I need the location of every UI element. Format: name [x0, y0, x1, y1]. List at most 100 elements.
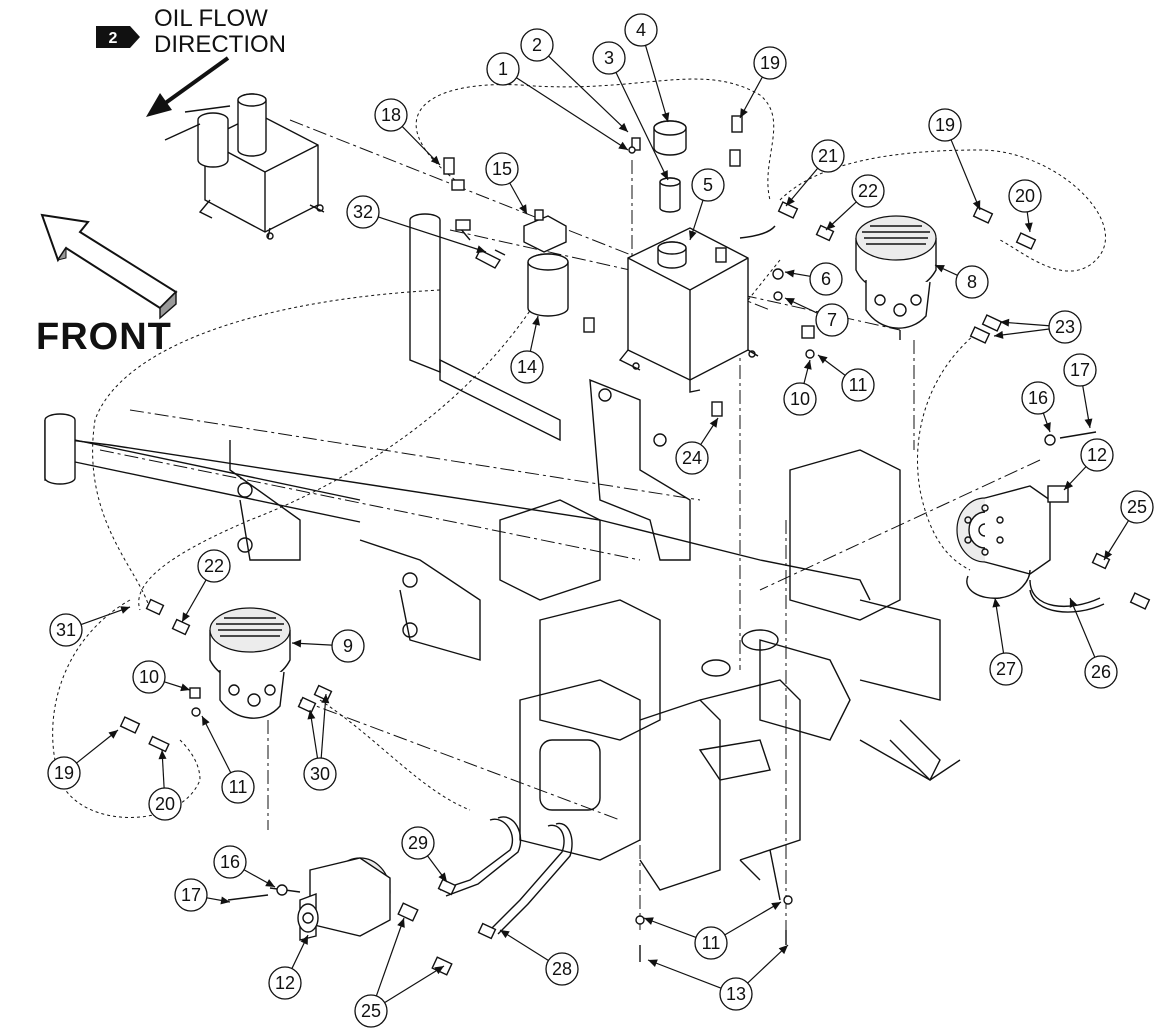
callout-circle: [694, 926, 728, 960]
callout-circle: [691, 168, 725, 202]
reservoir-inset-drawing: [164, 93, 325, 240]
callout-19a: 19: [753, 46, 787, 80]
leader-arrowhead: [202, 716, 210, 726]
callout-number: 31: [56, 620, 76, 640]
callout-number: 26: [1091, 662, 1111, 682]
leader-arrowhead: [1069, 598, 1078, 608]
callout-25b: 25: [354, 994, 388, 1028]
leader-arrowhead: [532, 316, 541, 326]
hydraulic-hoses: [52, 78, 1106, 818]
callout-number: 1: [498, 59, 508, 79]
leader-arrowhead: [108, 730, 118, 739]
leader-arrowhead: [826, 220, 836, 230]
callout-10a: 10: [783, 382, 817, 416]
oil-flow-badge-icon: 2: [96, 26, 140, 48]
callout-number: 30: [310, 764, 330, 784]
leader-arrowhead: [778, 945, 788, 955]
leader-arrowhead: [182, 612, 190, 622]
callout-circle: [809, 262, 843, 296]
callout-circle: [624, 13, 658, 47]
leader-arrowhead: [740, 108, 748, 118]
callout-circle: [928, 108, 962, 142]
callout-number: 10: [790, 389, 810, 409]
callout-number: 10: [139, 667, 159, 687]
callout-number: 19: [935, 115, 955, 135]
oil-flow-arrow-icon: [146, 56, 230, 117]
callout-27: 27: [989, 652, 1023, 686]
callout-number: 20: [1015, 186, 1035, 206]
callout-12b: 12: [268, 966, 302, 1000]
callout-number: 5: [703, 175, 713, 195]
callout-circle: [675, 441, 709, 475]
leader-arrowhead: [158, 750, 167, 760]
badge-number: 2: [109, 30, 118, 47]
leader-line: [516, 77, 629, 151]
callout-number: 14: [517, 357, 537, 377]
callout-32: 32: [346, 195, 380, 229]
callout-number: 2: [532, 35, 542, 55]
leader-arrowhead: [476, 245, 486, 254]
callout-circle: [520, 28, 554, 62]
callout-circle: [401, 826, 435, 860]
front-arrow-icon: [40, 213, 178, 320]
callout-circle: [1084, 655, 1118, 689]
callout-21: 21: [811, 139, 845, 173]
leader-arrowhead: [500, 930, 510, 939]
oil-flow-title: OIL FLOW DIRECTION: [154, 6, 286, 58]
callout-number: 16: [220, 852, 240, 872]
leader-arrowhead: [972, 200, 981, 210]
leader-arrowhead: [1000, 318, 1010, 327]
leader-arrowhead: [321, 694, 330, 704]
callout-6: 6: [809, 262, 843, 296]
callout-circle: [485, 152, 519, 186]
callout-24: 24: [675, 441, 709, 475]
callout-circle: [753, 46, 787, 80]
callout-circle: [1021, 381, 1055, 415]
callout-7: 7: [815, 303, 849, 337]
callout-11a: 11: [841, 368, 875, 402]
callout-circle: [811, 139, 845, 173]
leader-arrowhead: [618, 141, 628, 150]
callout-number: 27: [996, 659, 1016, 679]
leader-arrowhead: [709, 418, 718, 428]
fittings: [119, 115, 1151, 976]
leader-arrowhead: [434, 966, 444, 975]
callout-4: 4: [624, 13, 658, 47]
callout-17b: 17: [174, 878, 208, 912]
callout-number: 11: [702, 933, 721, 953]
leader-line: [993, 328, 1050, 337]
oil-flow-line2: DIRECTION: [154, 31, 286, 58]
callout-23: 23: [1048, 310, 1082, 344]
filter-cap: [653, 120, 687, 213]
leader-arrowhead: [397, 918, 405, 928]
motor-bolts: [964, 504, 1004, 556]
leader-line: [375, 917, 405, 997]
callout-number: 12: [275, 973, 295, 993]
leader-arrowhead: [430, 155, 440, 165]
leader-arrowhead: [661, 112, 670, 122]
leader-arrowhead: [785, 298, 795, 306]
leader-arrowhead: [220, 896, 230, 905]
callout-circle: [221, 770, 255, 804]
callout-circle: [268, 966, 302, 1000]
callout-circle: [955, 265, 989, 299]
front-label: FRONT: [36, 316, 172, 358]
leader-arrowhead: [935, 265, 945, 273]
callout-12a: 12: [1080, 438, 1114, 472]
callout-29: 29: [401, 826, 435, 860]
callout-circle: [486, 52, 520, 86]
callout-number: 17: [1070, 360, 1090, 380]
leader-arrowhead: [265, 879, 275, 887]
leader-arrowhead: [803, 360, 812, 370]
callout-number: 13: [726, 984, 746, 1004]
leader-line: [724, 901, 782, 936]
callout-circle: [592, 41, 626, 75]
leader-arrowhead: [519, 204, 527, 214]
callout-number: 11: [849, 375, 868, 395]
callout-19b: 19: [928, 108, 962, 142]
leader-arrowhead: [300, 935, 308, 945]
leader-arrowhead: [1104, 550, 1113, 560]
leader-arrowhead: [120, 606, 130, 614]
leader-line: [643, 917, 697, 938]
callout-16b: 16: [213, 845, 247, 879]
